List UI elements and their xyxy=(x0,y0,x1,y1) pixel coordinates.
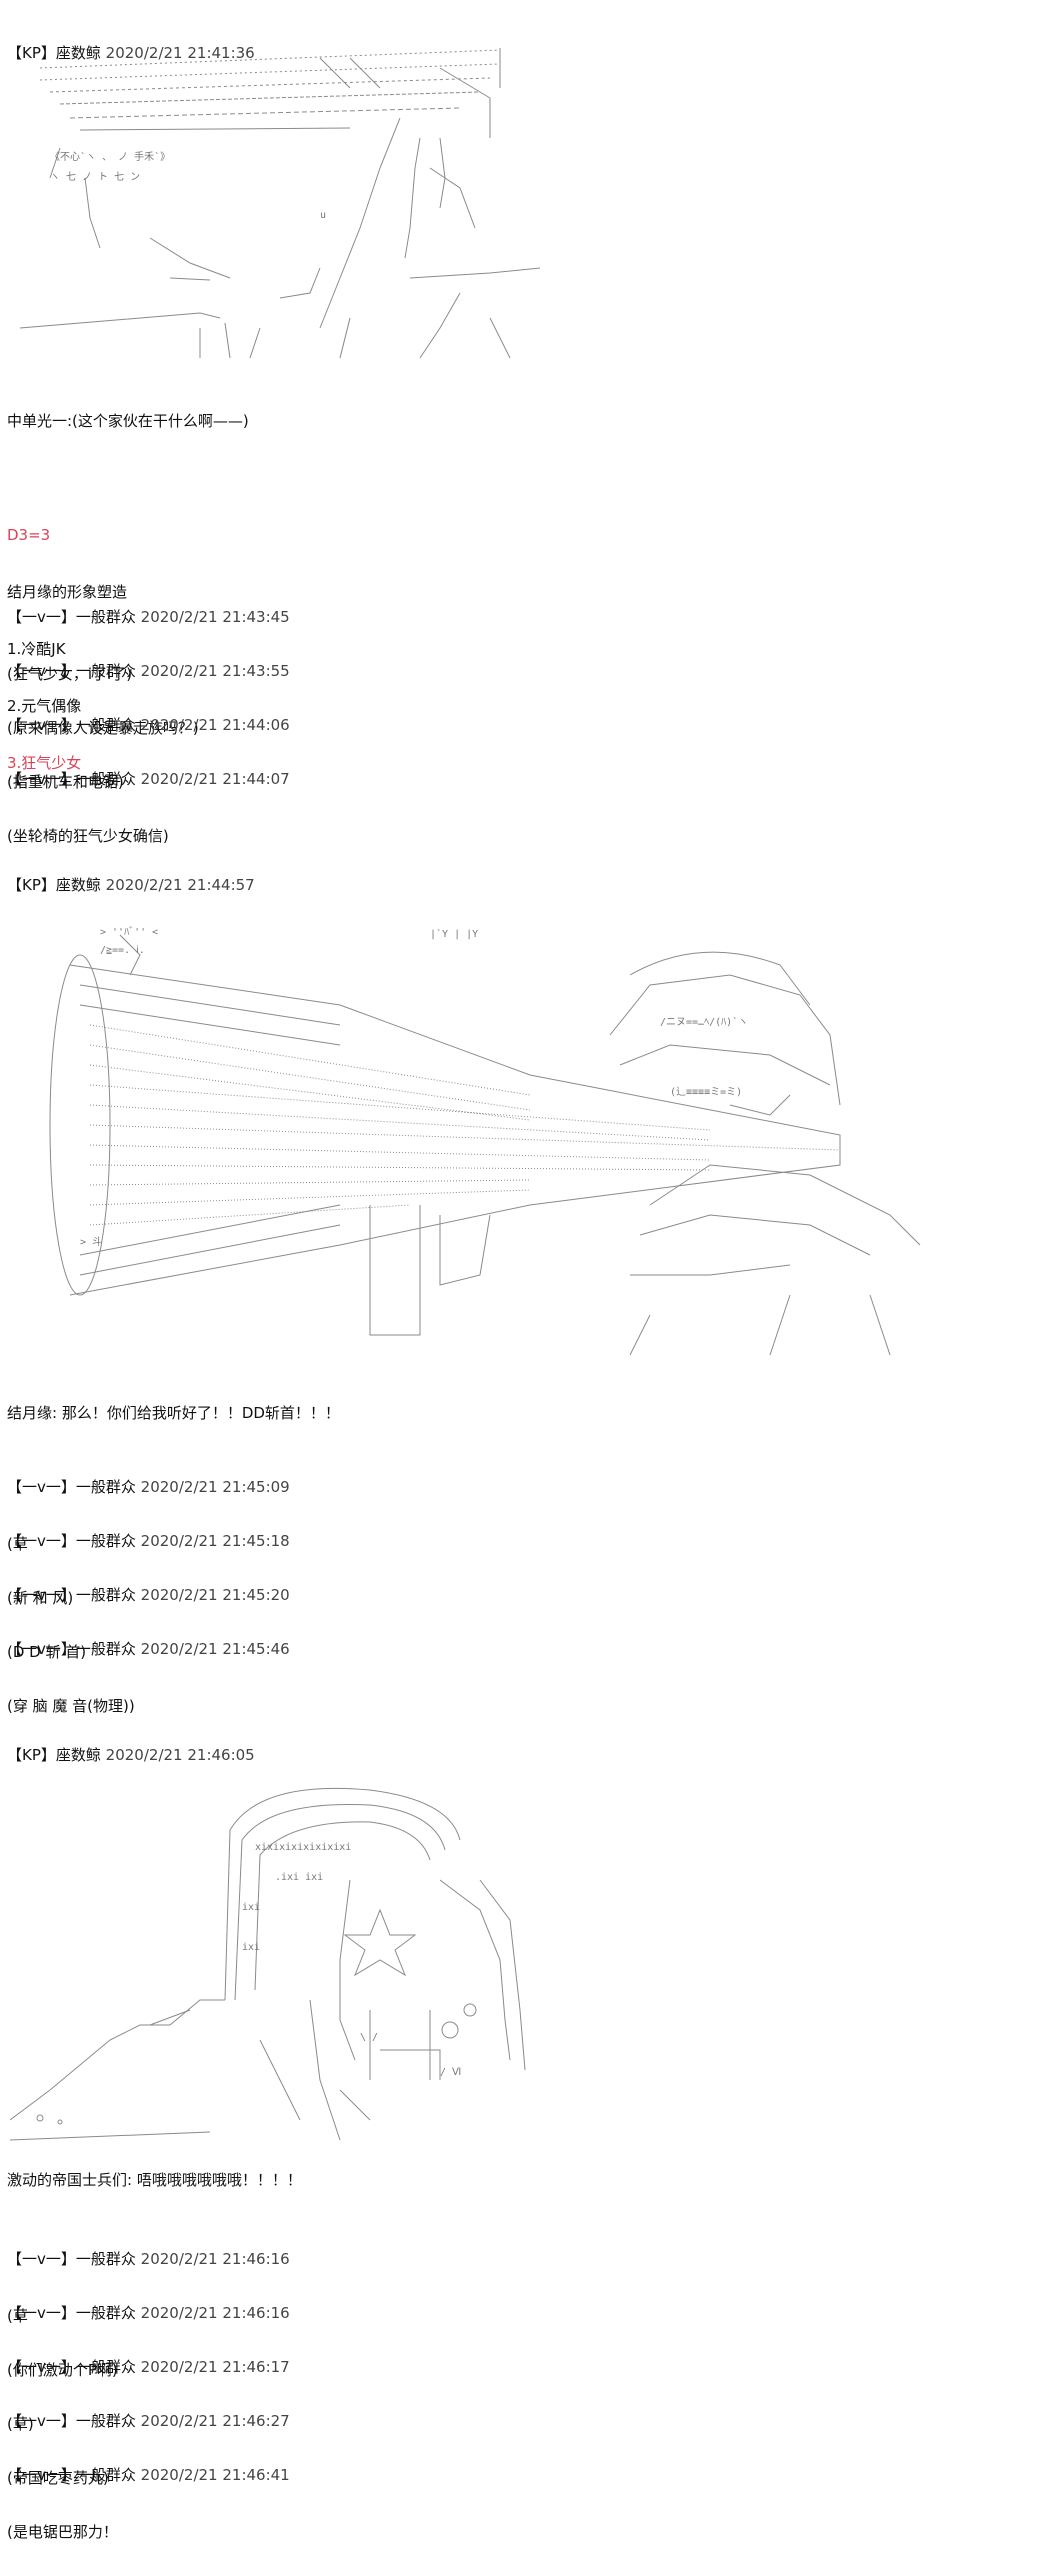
post-comment: 【一v一】一般群众 2020/2/21 21:46:27 (帝国吃枣药丸) xyxy=(7,2412,290,2487)
ascii-art-text: xixixixixixixixi xyxy=(255,1842,351,1853)
ascii-art-text: 《不心`ヽ 、 ノ 手禾`》 xyxy=(50,150,170,163)
post-comment: 【一v一】一般群众 2020/2/21 21:45:09 (草 xyxy=(7,1478,290,1553)
options-title: 结月缘的形象塑造 xyxy=(7,583,128,601)
ascii-art-text: > ''ﾊﾞ'' < xyxy=(100,926,158,938)
option-item: 1.冷酷JK xyxy=(7,640,66,658)
ascii-art-text: \ / xyxy=(360,2032,378,2043)
ascii-art-text: u xyxy=(320,210,326,221)
ascii-art-text: ixi xyxy=(242,1902,260,1913)
ascii-art-text: > 斗 xyxy=(80,1236,102,1248)
post-comment: 【一v一】一般群众 2020/2/21 21:46:17 (草) xyxy=(7,2358,290,2433)
ascii-art-text: (辶≡≡≡≡ミ=ミ) xyxy=(670,1086,742,1098)
ascii-art-text: .ixi ixi xyxy=(275,1872,323,1883)
ascii-art-text: /ニヌ==…ﾍ/(ﾊ)`ヽ xyxy=(660,1016,748,1028)
scene1-text: 中单光一:(这个家伙在干什么啊——) D3=3 结月缘的形象塑造 1.冷酷JK … xyxy=(7,374,249,792)
post-kp-1: 【KP】座数鲸 2020/2/21 21:41:36 xyxy=(7,6,255,82)
post-comment: 【一v一】一般群众 2020/2/21 21:45:20 (D D 斩 首) xyxy=(7,1586,290,1661)
post-comment: 【一v一】一般群众 2020/2/21 21:46:41 (是电锯巴那力！ xyxy=(7,2466,290,2541)
scene2-text: 结月缘: 那么！你们给我听好了！！DD斩首！！！ xyxy=(7,1366,340,1442)
post-kp-3: 【KP】座数鲸 2020/2/21 21:46:05 xyxy=(7,1746,255,1764)
post-comment: 【一v一】一般群众 2020/2/21 21:46:16 (你们激动个P啊) xyxy=(7,2304,290,2379)
post-comment: 【一v一】一般群众 2020/2/21 21:46:16 (草 xyxy=(7,2250,290,2325)
post-comment: 【一v一】一般群众 2020/2/21 21:43:55 (原来偶像人设是暴走族… xyxy=(7,662,290,737)
post-kp-2: 【KP】座数鲸 2020/2/21 21:44:57 xyxy=(7,876,255,894)
ascii-art-text: |`Y | |Y xyxy=(430,928,478,940)
post-header: 【KP】座数鲸 2020/2/21 21:41:36 xyxy=(7,44,255,62)
ascii-art-text: /≧==. ⅰ. xyxy=(100,945,145,956)
dialogue-line: 中单光一:(这个家伙在干什么啊——) xyxy=(7,412,249,430)
dialogue-line: 结月缘: 那么！你们给我听好了！！DD斩首！！！ xyxy=(7,1404,340,1422)
ascii-art-face: 《不心`ヽ 、 ノ 手禾`》 ヽ 七 ノ ト 七 ン u xyxy=(20,28,540,378)
ascii-art-megaphone: > ''ﾊﾞ'' < /≧==. ⅰ. |`Y | |Y /ニヌ==…ﾍ/(ﾊ)… xyxy=(10,915,930,1365)
post-comment: 【一v一】一般群众 2020/2/21 21:43:45 (狂气少女，i了i了) xyxy=(7,608,290,683)
post-comment: 【一v一】一般群众 2020/2/21 21:45:18 (新 和 风) xyxy=(7,1532,290,1607)
scene3-text: 激动的帝国士兵们: 唔哦哦哦哦哦哦！！！！ xyxy=(7,2133,302,2209)
option-chosen: 3.狂气少女 xyxy=(7,754,82,772)
ascii-art-text: / Ⅵ xyxy=(440,2067,461,2078)
post-comment: 【一v一】一般群众 2020/2/21 21:45:46 (穿 脑 魔 音(物理… xyxy=(7,1640,290,1715)
ascii-art-text: ヽ 七 ノ ト 七 ン xyxy=(50,171,140,183)
post-comment: 【一v一】一般群众 2020/2/21 21:44:06 (指重机车和电锯) xyxy=(7,716,290,791)
post-comment: 【一v一】一般群众 2020/2/21 21:44:07 (坐轮椅的狂气少女确信… xyxy=(7,770,290,845)
ascii-art-text: ixi xyxy=(242,1942,260,1953)
dice-result: D3=3 xyxy=(7,526,51,544)
ascii-art-soldiers: xixixixixixixixi .ixi ixi ixi ixi \ / / … xyxy=(10,1760,530,2160)
dialogue-line: 激动的帝国士兵们: 唔哦哦哦哦哦哦！！！！ xyxy=(7,2171,302,2189)
option-item: 2.元气偶像 xyxy=(7,697,82,715)
